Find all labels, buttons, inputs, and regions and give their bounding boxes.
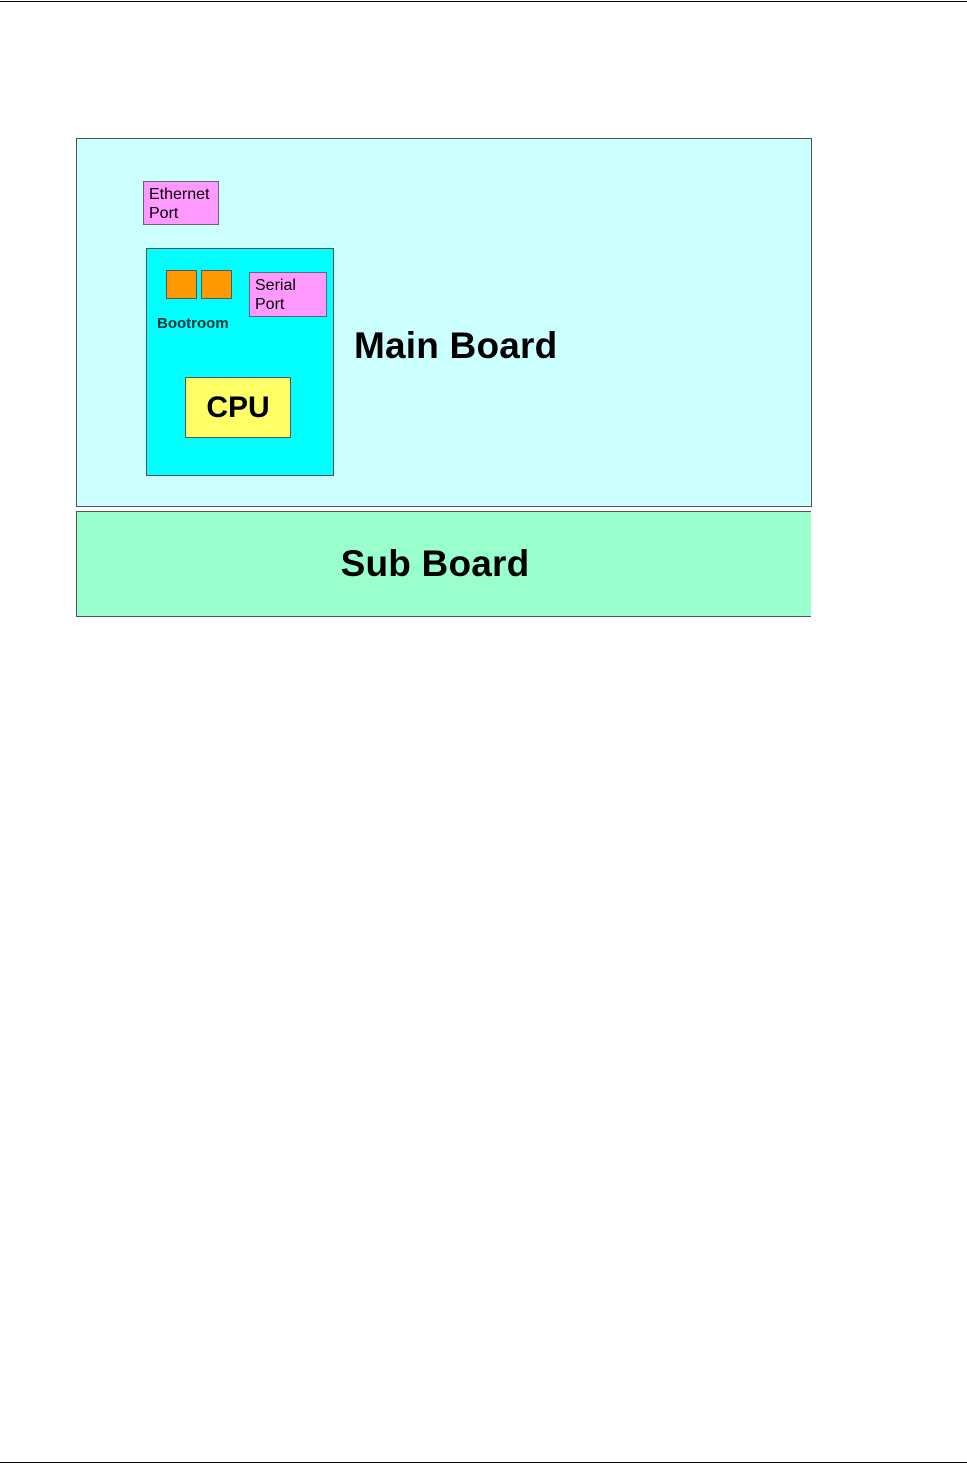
header-rule bbox=[0, 1, 967, 2]
bootroom-chip-1 bbox=[166, 270, 197, 299]
footer-rule bbox=[0, 1462, 967, 1463]
sub-board: Sub Board bbox=[76, 511, 811, 617]
cpu-module: Bootroom Serial Port CPU bbox=[146, 248, 334, 476]
bootroom-chip-2 bbox=[201, 270, 232, 299]
ethernet-port-label-line-1: Ethernet bbox=[149, 185, 218, 204]
ethernet-port: Ethernet Port bbox=[143, 181, 219, 225]
cpu-block: CPU bbox=[185, 377, 291, 438]
serial-port-label-line-2: Port bbox=[255, 295, 326, 314]
main-board-label: Main Board bbox=[354, 325, 557, 367]
bootroom-label: Bootroom bbox=[157, 315, 229, 332]
serial-port-label-line-1: Serial bbox=[255, 276, 326, 295]
ethernet-port-label-line-2: Port bbox=[149, 204, 218, 223]
serial-port: Serial Port bbox=[249, 272, 327, 317]
main-board: Ethernet Port Bootroom Serial Port CPU M… bbox=[76, 138, 812, 507]
sub-board-label: Sub Board bbox=[341, 543, 530, 585]
